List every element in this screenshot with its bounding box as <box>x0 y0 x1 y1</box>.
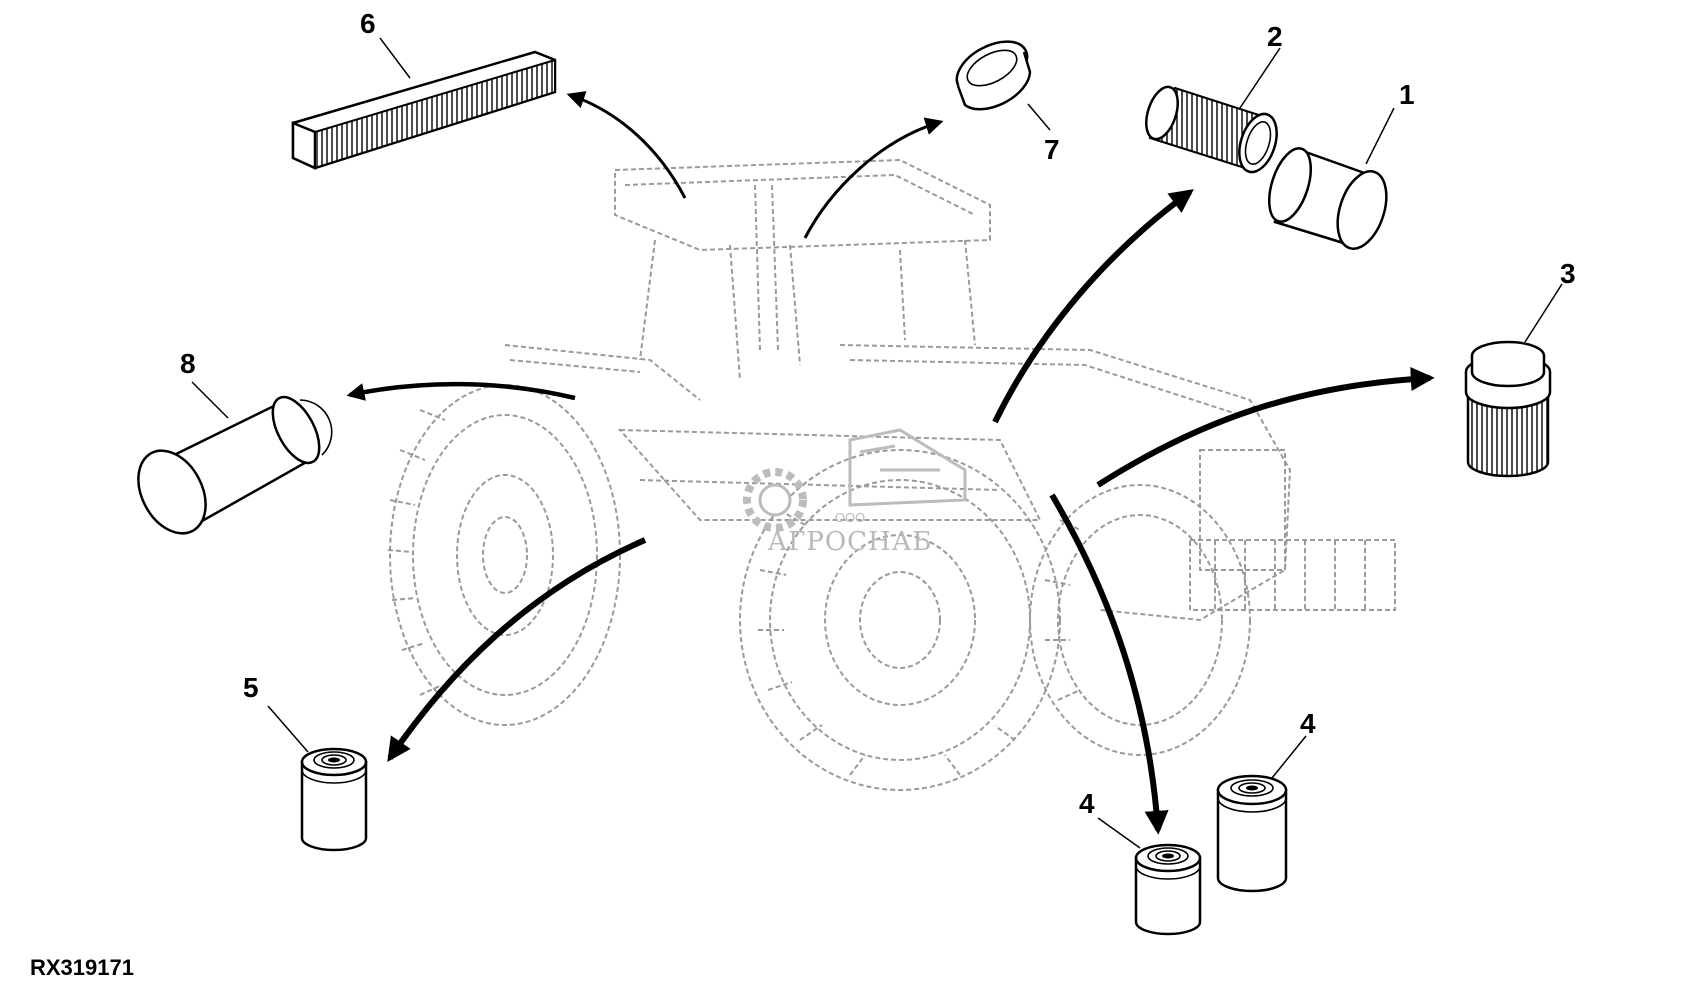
callout-2: 2 <box>1267 21 1283 52</box>
callout-4-lower: 4 <box>1079 788 1095 819</box>
filter-cartridge-icon <box>137 395 333 535</box>
filter-cartridge-icon <box>1145 85 1278 174</box>
callout-4-upper: 4 <box>1300 708 1316 739</box>
gear-logo-icon <box>743 428 967 532</box>
figure-reference-code: RX319171 <box>30 955 134 980</box>
tractor-outline-icon <box>387 158 1396 791</box>
watermark-brand: АГРОСНАБ <box>767 527 932 557</box>
filter-cartridge-icon <box>1216 774 1288 893</box>
filter-cartridge-icon <box>1267 147 1388 250</box>
arrow-icon <box>346 91 1435 835</box>
watermark-prefix: ООО <box>835 510 865 525</box>
callout-7: 7 <box>1044 134 1060 165</box>
cabin-air-filter-icon <box>291 50 557 170</box>
callout-5: 5 <box>243 672 259 703</box>
callout-3: 3 <box>1560 258 1576 289</box>
callout-8: 8 <box>180 348 196 379</box>
seal-ring-icon <box>955 40 1032 111</box>
callout-labels: 1 2 3 4 4 5 6 7 8 <box>180 8 1576 819</box>
callout-6: 6 <box>360 8 376 39</box>
callout-1: 1 <box>1399 79 1415 110</box>
watermark: ООО АГРОСНАБ <box>743 428 967 557</box>
filter-cartridge-icon <box>300 747 368 852</box>
leader-lines <box>191 37 1563 849</box>
filter-cartridge-icon <box>1134 843 1202 936</box>
filter-cartridge-icon <box>1464 340 1552 478</box>
